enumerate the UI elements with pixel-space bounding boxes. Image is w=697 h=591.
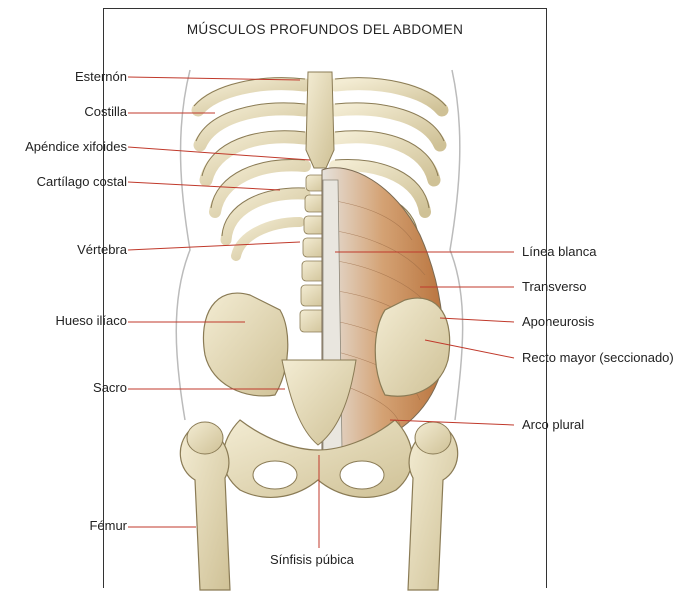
- label-costilla: Costilla: [84, 104, 127, 119]
- label-recto-mayor: Recto mayor (seccionado): [522, 350, 674, 365]
- label-apendice-xifoides: Apéndice xifoides: [25, 139, 127, 154]
- label-sinfisis-pubica: Sínfisis púbica: [270, 552, 354, 567]
- label-cartilago-costal: Cartílago costal: [37, 174, 127, 189]
- label-femur: Fémur: [89, 518, 127, 533]
- label-sacro: Sacro: [93, 380, 127, 395]
- label-vertebra: Vértebra: [77, 242, 127, 257]
- obturator-left: [253, 461, 297, 489]
- right-iliac: [375, 298, 449, 396]
- obturator-right: [340, 461, 384, 489]
- sternum-shape: [306, 72, 334, 168]
- label-arco-plural: Arco plural: [522, 417, 584, 432]
- label-aponeurosis: Aponeurosis: [522, 314, 594, 329]
- label-hueso-iliaco: Hueso ilíaco: [55, 313, 127, 328]
- left-iliac: [203, 293, 287, 396]
- left-femur-head: [187, 422, 223, 454]
- label-esternon: Esternón: [75, 69, 127, 84]
- ribcage-left: [198, 84, 305, 256]
- label-linea-blanca: Línea blanca: [522, 244, 596, 259]
- right-femur-head: [415, 422, 451, 454]
- label-transverso: Transverso: [522, 279, 587, 294]
